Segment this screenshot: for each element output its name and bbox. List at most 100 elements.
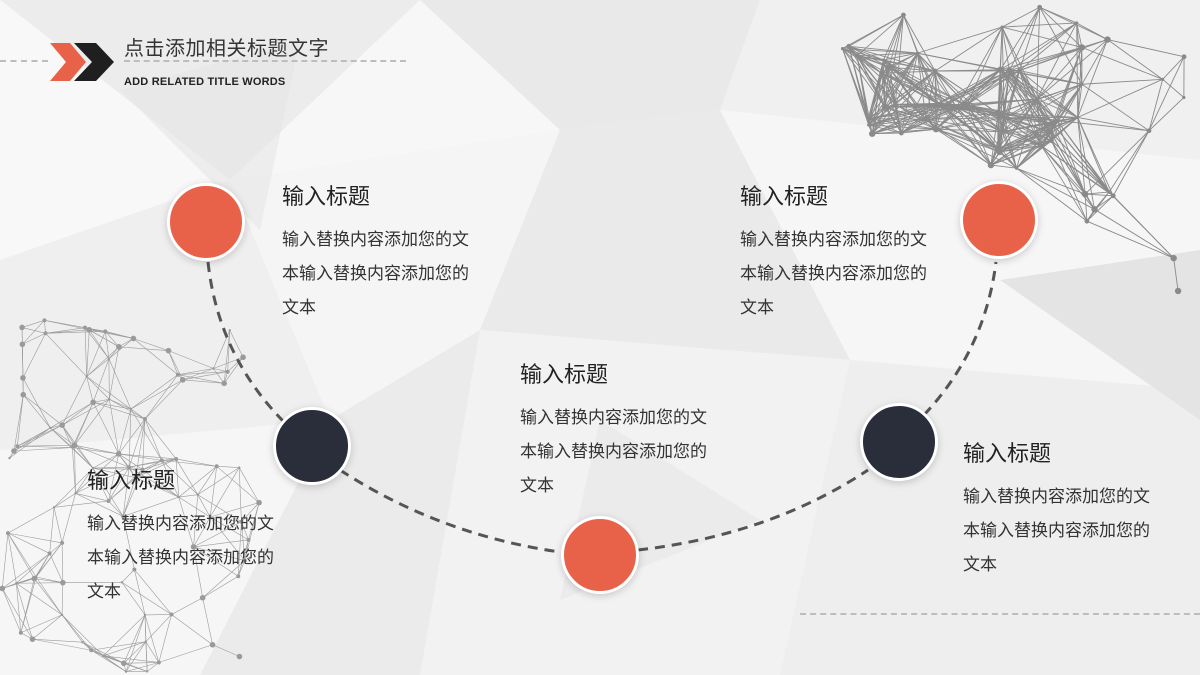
mesh-link <box>1108 191 1174 259</box>
mesh-link <box>842 48 858 57</box>
mesh-node <box>169 612 174 617</box>
mesh-node <box>214 464 219 469</box>
mesh-node <box>59 422 65 428</box>
mesh-link <box>122 469 143 517</box>
mesh-node <box>1170 254 1177 262</box>
mesh-node <box>106 499 111 504</box>
mesh-link <box>1056 120 1086 195</box>
mesh-link <box>1081 78 1163 85</box>
mesh-link <box>1001 26 1020 71</box>
mesh-link <box>956 26 1003 108</box>
mesh-link <box>1076 22 1079 118</box>
mesh-node <box>1084 218 1090 224</box>
mesh-link <box>193 546 239 577</box>
mesh-link <box>1076 22 1083 48</box>
mesh-node <box>1080 82 1084 86</box>
mesh-link <box>123 496 179 517</box>
mesh-link <box>82 641 104 657</box>
mesh-link <box>105 331 120 347</box>
mesh-node <box>953 104 960 111</box>
mesh-link <box>144 418 163 461</box>
mesh-link <box>997 116 1078 150</box>
mesh-link <box>872 103 938 135</box>
mesh-link <box>1081 46 1163 80</box>
mesh-link <box>118 408 132 454</box>
mesh-link <box>1148 97 1185 132</box>
mesh-node <box>190 544 197 550</box>
mesh-link <box>89 329 110 359</box>
mesh-link <box>34 578 63 583</box>
mesh-link <box>135 477 179 498</box>
mesh-link <box>888 66 957 108</box>
mesh-link <box>842 48 884 61</box>
mesh-link <box>92 453 119 469</box>
mesh-link <box>1085 193 1114 197</box>
mesh-node <box>196 493 199 496</box>
mesh-node <box>74 492 77 495</box>
mesh-link <box>168 350 214 369</box>
mesh-link <box>934 70 957 108</box>
mesh-node <box>1048 129 1054 135</box>
mesh-link <box>1036 98 1078 118</box>
mesh-link <box>1001 26 1038 100</box>
mesh-link <box>45 333 87 377</box>
mesh-node <box>43 331 48 336</box>
mesh-link <box>7 533 17 584</box>
mesh-link <box>1036 7 1041 100</box>
mesh-link <box>135 419 146 478</box>
mesh-link <box>161 460 217 467</box>
mesh-link <box>888 66 967 106</box>
mesh-node <box>246 537 251 542</box>
mesh-link <box>20 576 37 633</box>
mesh-link <box>62 402 94 426</box>
mesh-link <box>1001 6 1040 28</box>
mesh-node <box>85 375 88 378</box>
mesh-link <box>244 502 260 561</box>
mesh-link <box>16 583 33 640</box>
item-title: 输入标题 <box>520 363 609 388</box>
mesh-node <box>1075 21 1079 25</box>
mesh-link <box>1081 83 1150 132</box>
mesh-link <box>1036 47 1083 100</box>
mesh-link <box>86 376 132 410</box>
mesh-link <box>171 614 213 645</box>
item-title: 输入标题 <box>963 442 1052 467</box>
mesh-link <box>857 52 918 57</box>
mesh-link <box>144 418 177 460</box>
mesh-link <box>848 46 886 108</box>
mesh-link <box>997 120 1058 150</box>
mesh-link <box>848 45 918 54</box>
mesh-node <box>60 579 66 586</box>
mesh-link <box>925 117 1005 120</box>
mesh-link <box>53 507 63 543</box>
mesh-node <box>42 318 47 323</box>
mesh-node <box>29 636 36 642</box>
mesh-link <box>32 638 83 643</box>
mesh-link <box>108 477 136 502</box>
mesh-link <box>193 516 211 548</box>
mesh-node <box>159 458 164 463</box>
mesh-link <box>997 112 1078 118</box>
mesh-node <box>174 456 179 461</box>
mesh-node <box>107 357 111 360</box>
mesh-node <box>130 335 137 342</box>
mesh-link <box>1107 39 1163 80</box>
mesh-link <box>966 104 999 149</box>
mesh-link <box>197 494 242 523</box>
mesh-node <box>995 146 1001 152</box>
mesh-link <box>1019 70 1058 121</box>
mesh-link <box>990 164 1017 169</box>
mesh-node <box>228 329 231 332</box>
mesh-node <box>11 448 17 454</box>
mesh-link <box>238 467 260 503</box>
mesh-link <box>178 496 211 518</box>
text-item-1: 输入标题 输入替换内容添加您的文本输入替换内容添加您的文本 <box>282 183 482 325</box>
mesh-link <box>934 70 1003 133</box>
mesh-node <box>901 12 906 18</box>
mesh-link <box>82 641 124 664</box>
mesh-node <box>5 531 10 536</box>
mesh-link <box>92 358 110 403</box>
mesh-link <box>177 368 214 376</box>
mesh-link <box>238 467 242 522</box>
